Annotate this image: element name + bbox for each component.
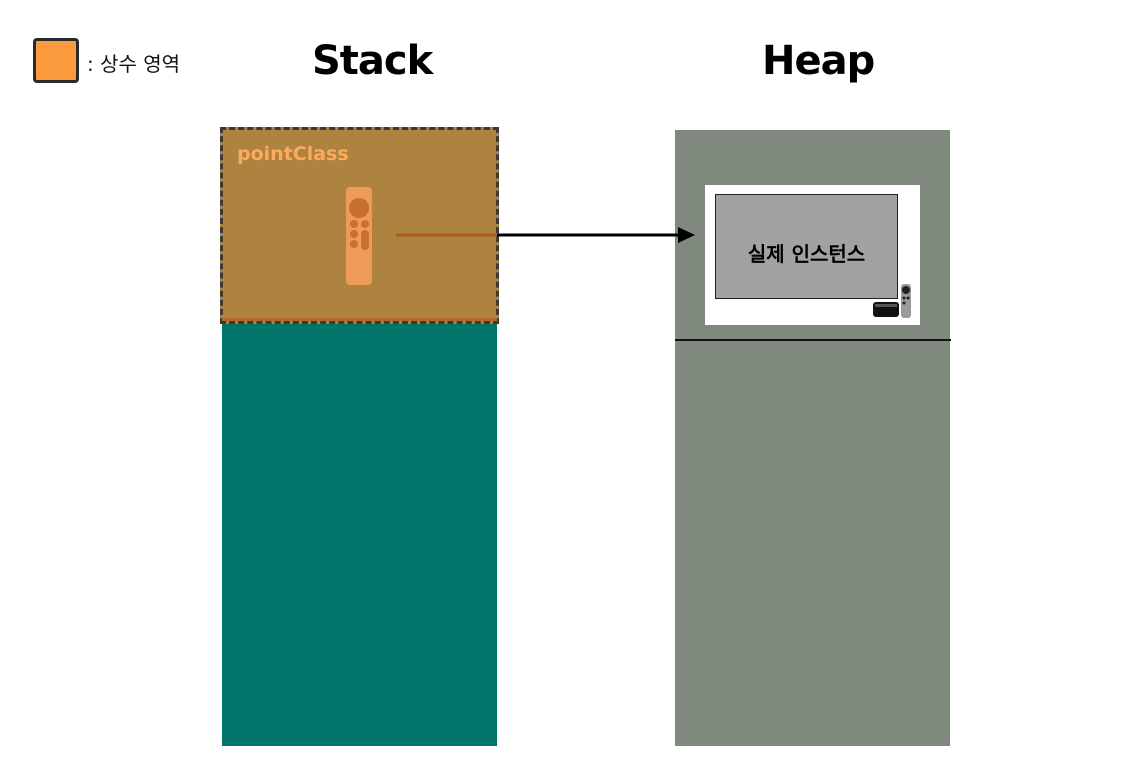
arrow-right-icon <box>497 227 695 243</box>
heap-title: Heap <box>762 38 875 84</box>
constant-area-bottom-edge <box>222 318 497 321</box>
tv-screen-icon <box>715 194 898 299</box>
remote-control-icon <box>346 187 372 285</box>
variable-label: pointClass <box>237 143 349 165</box>
heap-divider <box>675 339 951 341</box>
legend-label: : 상수 영역 <box>87 52 181 76</box>
set-top-box-icon <box>873 302 899 317</box>
stack-title: Stack <box>312 38 433 84</box>
legend-swatch-constant-area <box>33 38 79 83</box>
heap-remote-control-icon <box>901 284 911 318</box>
instance-label: 실제 인스턴스 <box>747 242 866 266</box>
